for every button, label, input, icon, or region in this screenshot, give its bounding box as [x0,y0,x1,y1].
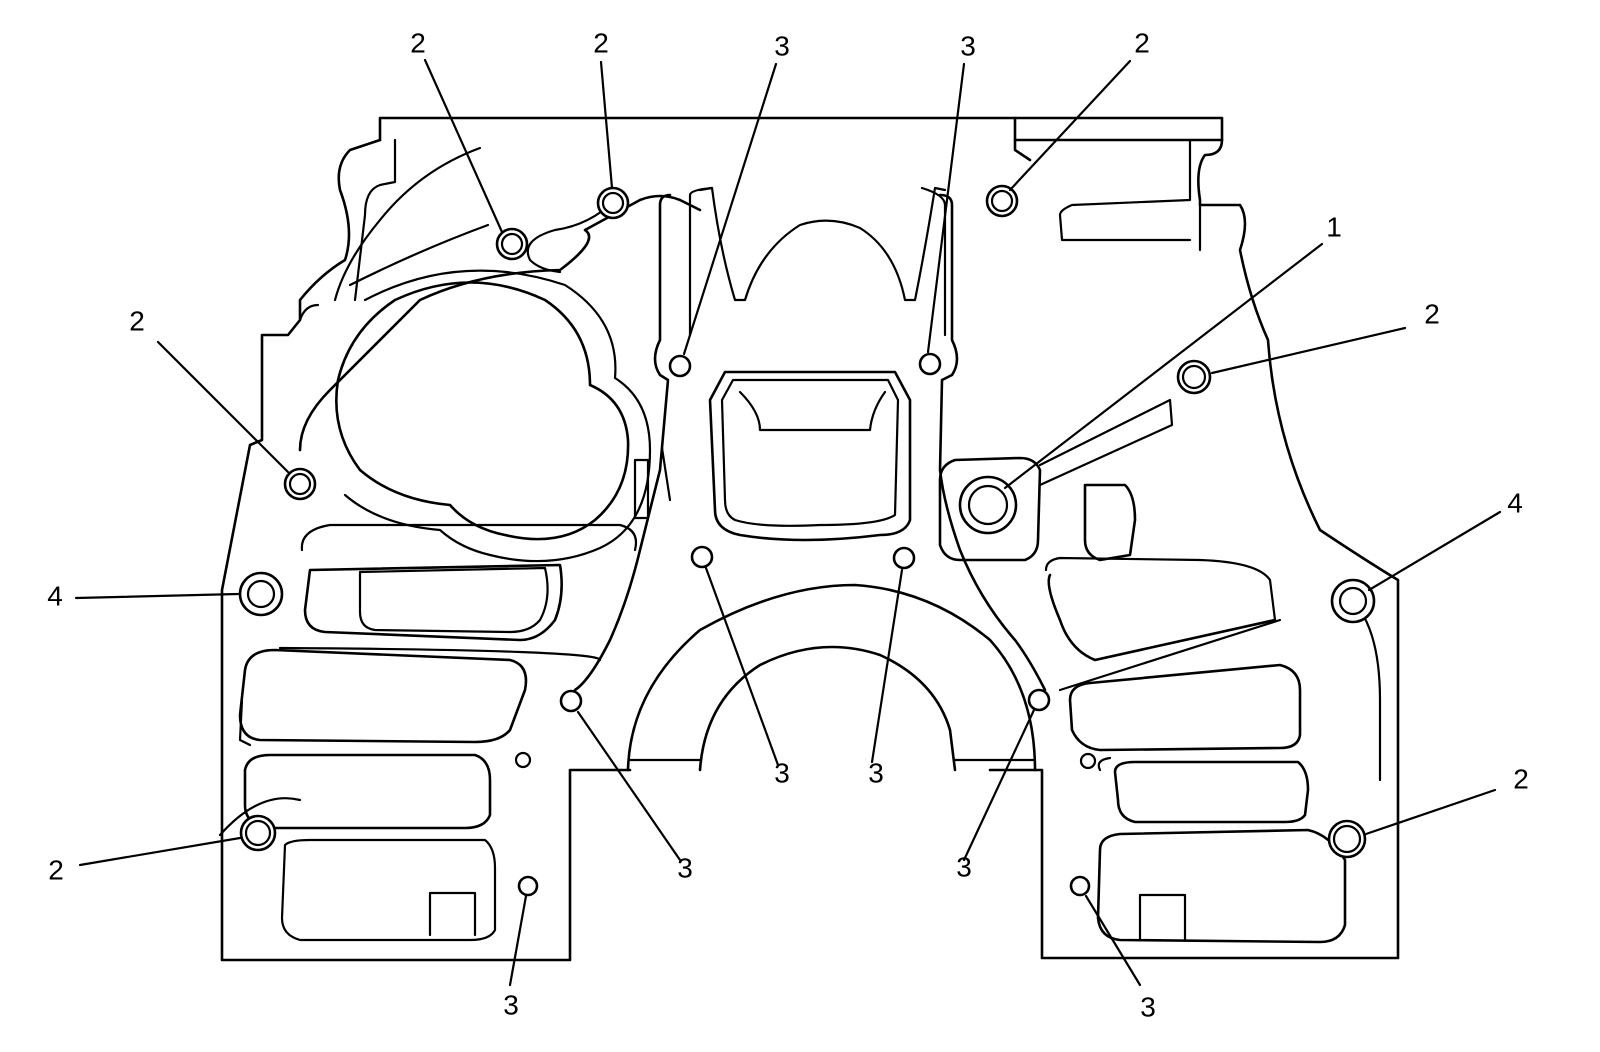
callout-labels: 2 2 3 3 2 1 2 2 4 4 3 3 2 2 3 3 3 3 [47,27,1529,1022]
hole-3-upper-right [918,352,942,376]
callout-label: 2 [1513,763,1529,794]
small-hole-right [1079,752,1097,770]
callout-label: 3 [1140,991,1156,1022]
hole-3-center-left [690,545,714,569]
callout-label: 2 [48,854,64,885]
left-pockets [218,523,638,942]
small-hole-left [514,751,532,769]
hole-2-top-right [985,184,1019,218]
callout-label: 3 [503,989,519,1020]
callout-label: 2 [1424,298,1440,329]
callout-label: 2 [410,27,426,58]
callout-label: 3 [956,851,972,882]
hole-4-right [1330,578,1376,624]
hole-3-bottom-right [1069,875,1091,897]
hole-2-left-mid [283,467,317,501]
callout-label: 4 [47,580,63,611]
hole-2-top-left [596,186,630,220]
hole-3-center-right [892,546,916,570]
block-outline [220,116,1400,962]
callout-label: 4 [1507,487,1523,518]
callout-label: 3 [868,757,884,788]
callout-label: 3 [774,757,790,788]
callout-label: 1 [1326,211,1342,242]
hole-2-right-mid [1176,359,1212,395]
callout-label: 3 [677,852,693,883]
central-structure [573,186,1047,772]
callout-label: 2 [129,305,145,336]
hole-1-plug [958,475,1018,535]
right-pockets [1044,483,1382,944]
hole-4-left [238,571,284,617]
hole-3-lower-right [1027,688,1051,712]
hole-2-right-bottom [1327,819,1367,859]
bolt-holes [238,184,1376,897]
hole-3-lower-left [559,689,583,713]
hole-3-bottom-left [517,875,539,897]
left-flange [298,194,702,563]
callout-label: 2 [1134,27,1150,58]
callout-label: 3 [960,30,976,61]
hole-2-left-bottom [239,814,277,852]
callout-label: 3 [774,30,790,61]
hole-2-left-upper-diag [495,227,529,261]
callout-label: 2 [593,27,609,58]
leader-lines [74,58,1502,987]
hole-3-upper-left [668,354,692,378]
